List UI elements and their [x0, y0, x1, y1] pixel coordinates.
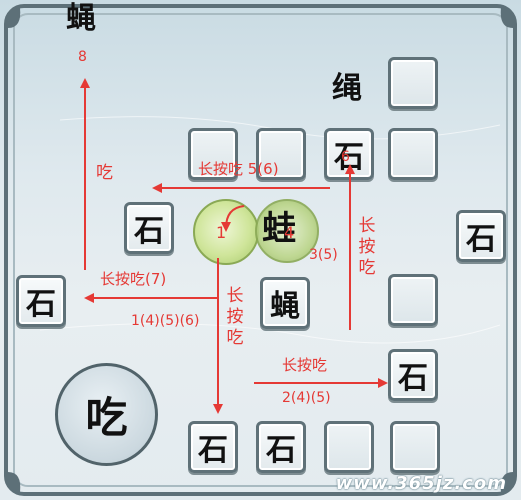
eat-glyph: 吃	[85, 393, 128, 442]
fly-character-top[interactable]: 蝇	[66, 1, 96, 36]
step-1-label: 1	[216, 223, 227, 242]
empty-tile[interactable]	[256, 128, 306, 180]
step-4-label: 4	[284, 223, 295, 242]
lily-pad	[255, 199, 319, 263]
frog-character[interactable]: 蛙	[262, 209, 296, 249]
eat-hint-label: 吃	[96, 163, 113, 183]
stone-tile[interactable]: 石	[188, 421, 238, 473]
empty-tile[interactable]	[388, 274, 438, 326]
eat-button[interactable]: 吃	[55, 363, 158, 466]
empty-tile[interactable]	[388, 57, 438, 109]
step-6-label: 6	[341, 149, 350, 165]
long-press-eat-vertical-label: 长按吃	[226, 286, 244, 348]
empty-tile[interactable]	[188, 128, 238, 180]
empty-tile[interactable]	[390, 421, 440, 473]
step-8-label: 8	[78, 49, 87, 65]
rope-character[interactable]: 绳	[332, 71, 362, 106]
sequence-245-label: 2(4)(5)	[282, 390, 331, 406]
empty-tile[interactable]	[324, 421, 374, 473]
stone-glyph: 石	[466, 222, 496, 257]
stone-tile[interactable]: 石	[16, 275, 66, 327]
fly-glyph: 蝇	[270, 289, 300, 324]
sequence-1456-label: 1(4)(5)(6)	[131, 313, 200, 329]
sequence-35-label: 3(5)	[309, 247, 338, 263]
stone-glyph: 石	[26, 287, 56, 322]
stone-tile[interactable]: 石	[124, 202, 174, 254]
stone-glyph: 石	[198, 433, 228, 468]
stone-tile[interactable]: 石	[456, 210, 506, 262]
long-press-eat-bottom-label: 长按吃	[282, 356, 328, 374]
stone-tile[interactable]: 石	[256, 421, 306, 473]
empty-tile[interactable]	[388, 128, 438, 180]
stone-glyph: 石	[398, 361, 428, 396]
stone-glyph: 石	[134, 214, 164, 249]
stone-tile[interactable]: 石	[388, 349, 438, 401]
long-press-eat-right-label: 长按吃	[358, 216, 376, 278]
stone-glyph: 石	[266, 433, 296, 468]
fly-tile[interactable]: 蝇	[260, 277, 310, 329]
long-press-eat-56-label: 长按吃 5(6)	[198, 160, 279, 178]
long-press-eat-7-label: 长按吃(7)	[100, 270, 167, 288]
watermark: www.365jz.com	[335, 473, 507, 494]
